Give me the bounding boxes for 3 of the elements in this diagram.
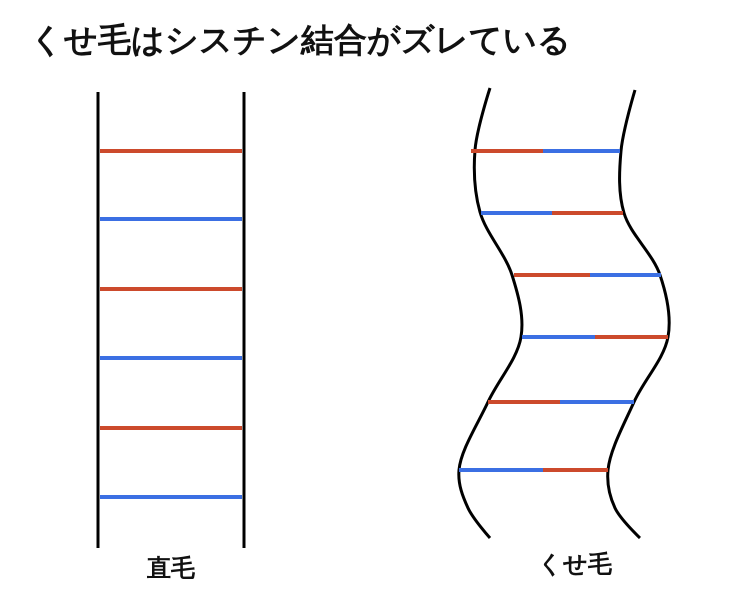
caption-label: 直毛 [147,553,195,584]
title: くせ毛はシスチン結合がズレている [30,19,571,61]
caption-label: くせ毛 [538,549,612,580]
